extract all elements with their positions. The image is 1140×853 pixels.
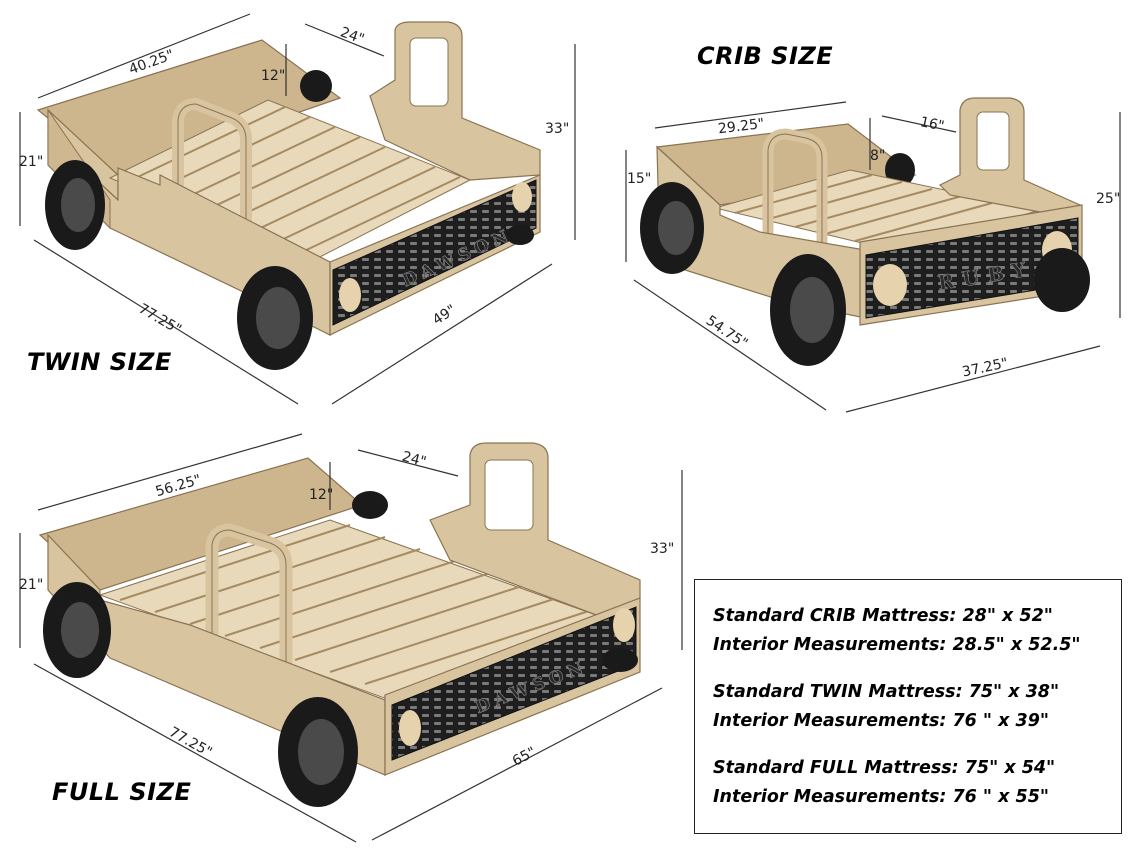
crib-front-wheel <box>770 254 846 366</box>
full-mattress-spec: Standard FULL Mattress: 75" x 54" <box>713 758 1056 778</box>
crib-rear-wheel <box>640 182 704 274</box>
full-front-wheel <box>278 697 358 807</box>
twin-headlight-left <box>339 278 361 312</box>
crib-size-title: CRIB SIZE <box>697 42 833 70</box>
full-headlight-right <box>613 608 635 642</box>
twin-grille <box>332 179 537 326</box>
crib-dim-side-height: 15" <box>627 171 651 187</box>
full-slats <box>119 524 596 685</box>
twin-mattress-spec: Standard TWIN Mattress: 75" x 38" <box>713 682 1060 702</box>
twin-dim-cab-width: 24" <box>338 24 366 47</box>
full-dimension-lines <box>19 433 683 843</box>
twin-rear-wheel <box>45 160 105 250</box>
full-headlight-left <box>399 710 421 746</box>
crib-dim-overall-height: 25" <box>1096 191 1120 207</box>
full-cab-wall <box>429 442 641 621</box>
twin-headlight-right <box>512 182 532 212</box>
full-bed: DAWSON 56.25" 24" 12" 33" 21" 77.25" 65"… <box>19 433 683 843</box>
crib-bed: RUBY 29.25" 16" 8" 25" 15" 54.75" 37.25"… <box>625 42 1121 413</box>
full-dim-side-height: 21" <box>19 577 43 593</box>
crib-interior-spec: Interior Measurements: 28.5" x 52.5" <box>713 635 1081 655</box>
twin-dimension-lines <box>19 13 576 405</box>
twin-cab-window <box>409 37 449 107</box>
twin-bed: DAWSON 40.25" 24" 12" 33" 21" 77.25" 49"… <box>19 13 576 405</box>
twin-size-title: TWIN SIZE <box>27 348 172 376</box>
twin-interior-spec: Interior Measurements: 76 " x 39" <box>713 711 1049 731</box>
twin-front-wheel <box>237 266 313 370</box>
crib-cab-wall <box>938 97 1081 223</box>
twin-far-wheel <box>300 70 332 102</box>
twin-slats <box>124 106 461 254</box>
crib-dim-cab-width: 16" <box>919 114 946 135</box>
full-cab-window <box>484 459 534 531</box>
crib-headlight-left <box>873 264 907 306</box>
crib-cab-window <box>976 111 1010 171</box>
crib-dim-length: 54.75" <box>703 313 751 352</box>
twin-dim-overall-height: 33" <box>545 121 569 137</box>
full-size-title: FULL SIZE <box>52 778 191 806</box>
mattress-spec-box: Standard CRIB Mattress: 28" x 52" Interi… <box>694 579 1122 834</box>
full-dim-cab-side: 12" <box>309 487 333 503</box>
full-interior-spec: Interior Measurements: 76 " x 55" <box>713 787 1049 807</box>
full-dim-overall-height: 33" <box>650 541 674 557</box>
full-dim-length: 77.25" <box>166 724 214 761</box>
crib-far-front-wheel <box>1034 248 1090 312</box>
full-dim-cab-width: 24" <box>400 449 428 471</box>
crib-dim-cab-side: 8" <box>870 148 885 164</box>
full-rear-wheel <box>43 582 111 678</box>
twin-dim-side-height: 21" <box>19 154 43 170</box>
twin-dim-front-width: 49" <box>430 302 459 329</box>
twin-dim-length: 77.25" <box>136 301 184 338</box>
crib-mattress-spec: Standard CRIB Mattress: 28" x 52" <box>713 606 1053 626</box>
twin-dim-cab-side: 12" <box>261 68 285 84</box>
crib-dimension-lines <box>625 101 1121 413</box>
crib-dim-width-top: 29.25" <box>717 116 765 138</box>
crib-dim-front-width: 37.25" <box>961 355 1010 380</box>
